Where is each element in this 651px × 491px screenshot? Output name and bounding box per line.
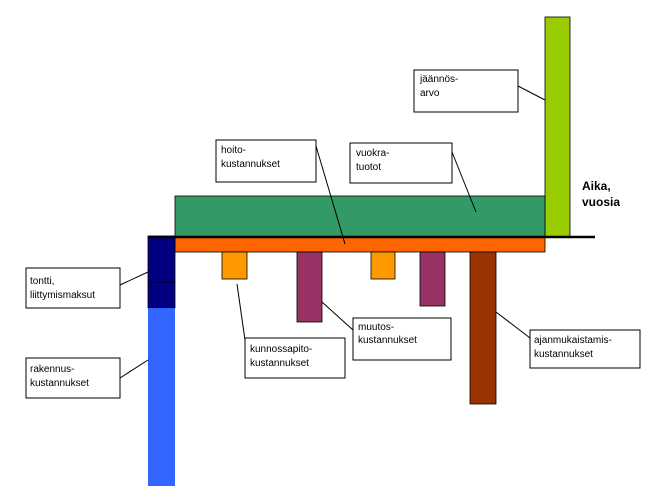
rental-income-bar [174, 195, 546, 238]
svg-text:jäännös-arvo: jäännös-arvo [419, 74, 458, 99]
modification-cost-label: muutos-kustannukset [352, 317, 452, 361]
maintenance-cost-label: hoito-kustannukset [215, 139, 317, 183]
residual-value-label: jäännös-arvo [413, 69, 519, 113]
maintenance-cost-bar [174, 236, 546, 253]
repair-connector [236, 283, 246, 341]
time-axis-label: Aika, vuosia [582, 179, 620, 209]
residual-value-bar [544, 16, 571, 238]
svg-text:rakennus-kustannukset: rakennus-kustannukset [30, 364, 89, 389]
plot-cost-label: tontti,liittymismaksut [25, 267, 121, 309]
plot-cost-bar [147, 235, 176, 309]
maintenance-connector [315, 145, 346, 245]
modification-cost-bar-2 [419, 251, 446, 307]
repair-cost-bar-2 [370, 251, 396, 280]
construction-connector [119, 359, 149, 379]
modification-connector [321, 301, 354, 331]
rental-income-label: vuokra-tuotot [349, 142, 453, 184]
plot-connector [119, 271, 149, 286]
modification-cost-bar-1 [296, 251, 323, 323]
svg-text:kunnossapito-kustannukset: kunnossapito-kustannukset [250, 344, 312, 369]
residual-connector [517, 85, 546, 101]
construction-cost-label: rakennus-kustannukset [25, 357, 121, 399]
svg-text:muutos-kustannukset: muutos-kustannukset [358, 322, 417, 346]
construction-cost-bar [148, 308, 175, 486]
repair-cost-bar-1 [221, 251, 248, 280]
svg-text:ajanmukaistamis-kustannukset: ajanmukaistamis-kustannukset [534, 335, 612, 360]
svg-text:tontti,liittymismaksut: tontti,liittymismaksut [30, 276, 95, 301]
modernization-cost-bar [469, 251, 497, 405]
rental-connector [451, 151, 477, 213]
modernization-cost-label: ajanmukaistamis-kustannukset [529, 329, 641, 369]
modernization-connector [495, 311, 531, 339]
svg-text:vuokra-tuotot: vuokra-tuotot [356, 148, 389, 173]
repair-cost-label: kunnossapito-kustannukset [244, 337, 346, 379]
svg-text:hoito-kustannukset: hoito-kustannukset [221, 145, 280, 170]
